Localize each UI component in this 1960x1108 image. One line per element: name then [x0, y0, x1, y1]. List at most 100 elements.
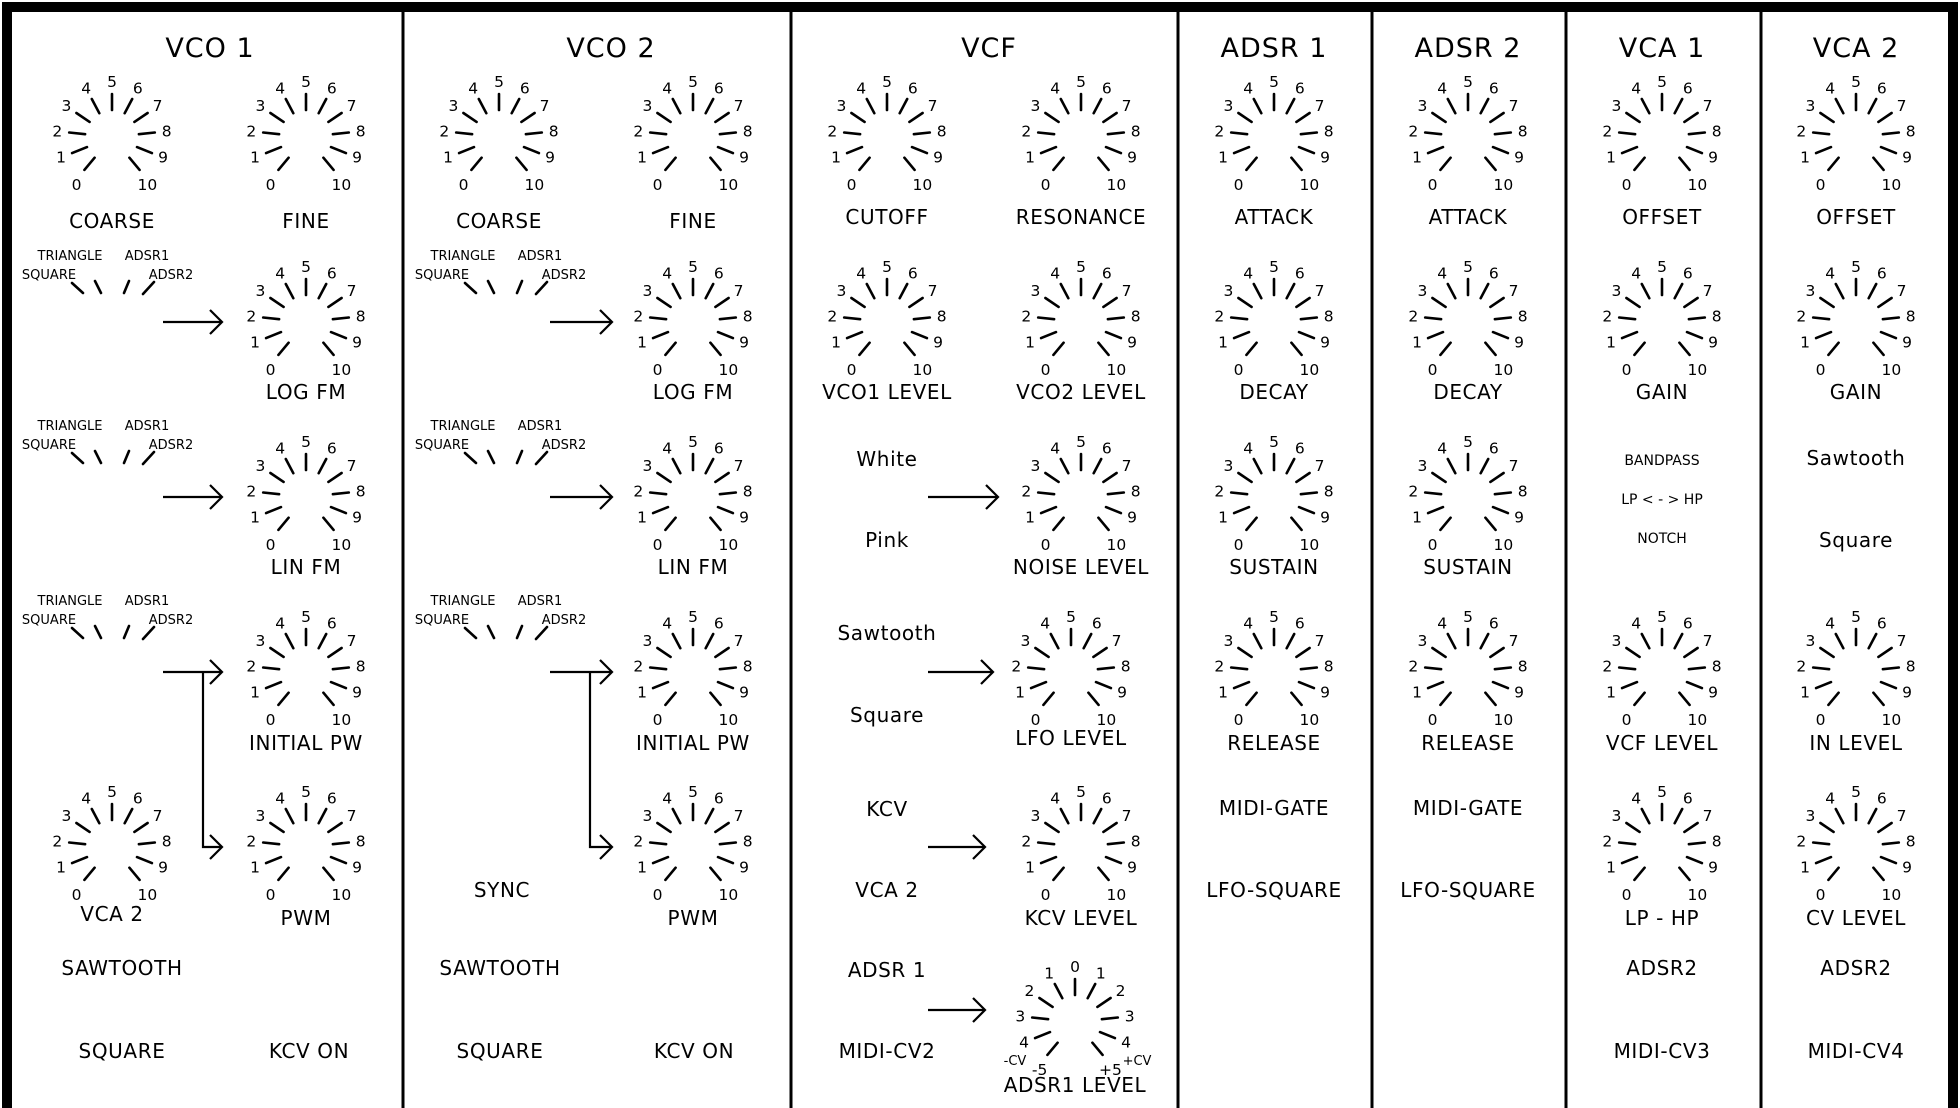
text-vco2-kcv-on[interactable]: KCV ON: [654, 1039, 734, 1063]
text-vcf-midi-cv2[interactable]: MIDI-CV2: [839, 1039, 936, 1063]
text-vco2-square[interactable]: SQUARE: [457, 1039, 544, 1063]
text-vca1-bandpass[interactable]: BANDPASS: [1624, 453, 1699, 469]
text-vco2-sawtooth[interactable]: SAWTOOTH: [439, 956, 560, 980]
text-vca1-midi-cv3[interactable]: MIDI-CV3: [1614, 1039, 1711, 1063]
knob-scale-label: 3: [1805, 97, 1815, 115]
text-vcf-kcv[interactable]: KCV: [866, 797, 907, 821]
text-vcf-square[interactable]: Square: [850, 703, 924, 727]
knob-label: INITIAL PW: [636, 731, 750, 755]
text-adsr1-midi-gate[interactable]: MIDI-GATE: [1219, 796, 1329, 820]
text-vca2-square[interactable]: Square: [1819, 528, 1893, 552]
knob-scale-label: 4: [1019, 1034, 1029, 1052]
knob-scale-label: 2: [1021, 307, 1031, 325]
text-vca2-sawtooth[interactable]: Sawtooth: [1807, 446, 1906, 470]
text-vca1-notch[interactable]: NOTCH: [1637, 531, 1687, 547]
text-vcf-adsr1[interactable]: ADSR 1: [848, 958, 926, 982]
text-vco1-kcv-on[interactable]: KCV ON: [269, 1039, 349, 1063]
knob-tick: [651, 145, 670, 155]
text-vcf-pink[interactable]: Pink: [865, 528, 909, 552]
knob-scale-label: 0: [1816, 886, 1826, 904]
text-vca2-adsr2[interactable]: ADSR2: [1820, 956, 1891, 980]
knob-tick: [1059, 282, 1070, 300]
knob-scale-label: 9: [739, 684, 749, 702]
knob-tick: [1245, 156, 1258, 172]
knob-scale-label: 0: [1041, 886, 1051, 904]
text-vco2-sync[interactable]: SYNC: [474, 878, 530, 902]
knob-scale-label: 3: [1611, 97, 1621, 115]
text-vcf-sawtooth[interactable]: Sawtooth: [838, 621, 937, 645]
knob-tick: [912, 131, 932, 136]
knob-scale-label: 0: [1041, 536, 1051, 554]
knob-tick: [1678, 341, 1691, 357]
knob-tick: [1039, 145, 1058, 155]
text-vca1-lp-hp-switch[interactable]: LP < - > HP: [1621, 492, 1703, 508]
text-vcf-vca2[interactable]: VCA 2: [855, 878, 918, 902]
arrow-head: [980, 659, 995, 685]
knob-scale-label: 2: [1796, 307, 1806, 325]
text-vca2-midi-cv4[interactable]: MIDI-CV4: [1808, 1039, 1905, 1063]
selector-tick: [70, 451, 85, 465]
text-vco1-square[interactable]: SQUARE: [79, 1039, 166, 1063]
text-adsr1-lfo-square[interactable]: LFO-SQUARE: [1206, 878, 1341, 902]
knob-scale-label: 3: [1805, 282, 1815, 300]
text-adsr2-midi-gate[interactable]: MIDI-GATE: [1413, 796, 1523, 820]
text-adsr2-lfo-square[interactable]: LFO-SQUARE: [1400, 878, 1535, 902]
knob-tick: [845, 145, 864, 155]
knob-scale-label: 2: [1408, 657, 1418, 675]
knob-tick: [850, 111, 866, 124]
knob-tick: [1252, 457, 1263, 475]
knob-tick: [1489, 296, 1505, 309]
knob-scale-label: 7: [347, 807, 357, 825]
knob-scale-label: 3: [1611, 632, 1621, 650]
knob-scale-label: 10: [1300, 361, 1320, 379]
knob-scale-label: 8: [1324, 307, 1334, 325]
knob-scale-label: 10: [525, 176, 545, 194]
text-vco1-sawtooth[interactable]: SAWTOOTH: [61, 956, 182, 980]
text-vcf-white[interactable]: White: [856, 447, 917, 471]
text-vca1-adsr2[interactable]: ADSR2: [1626, 956, 1697, 980]
